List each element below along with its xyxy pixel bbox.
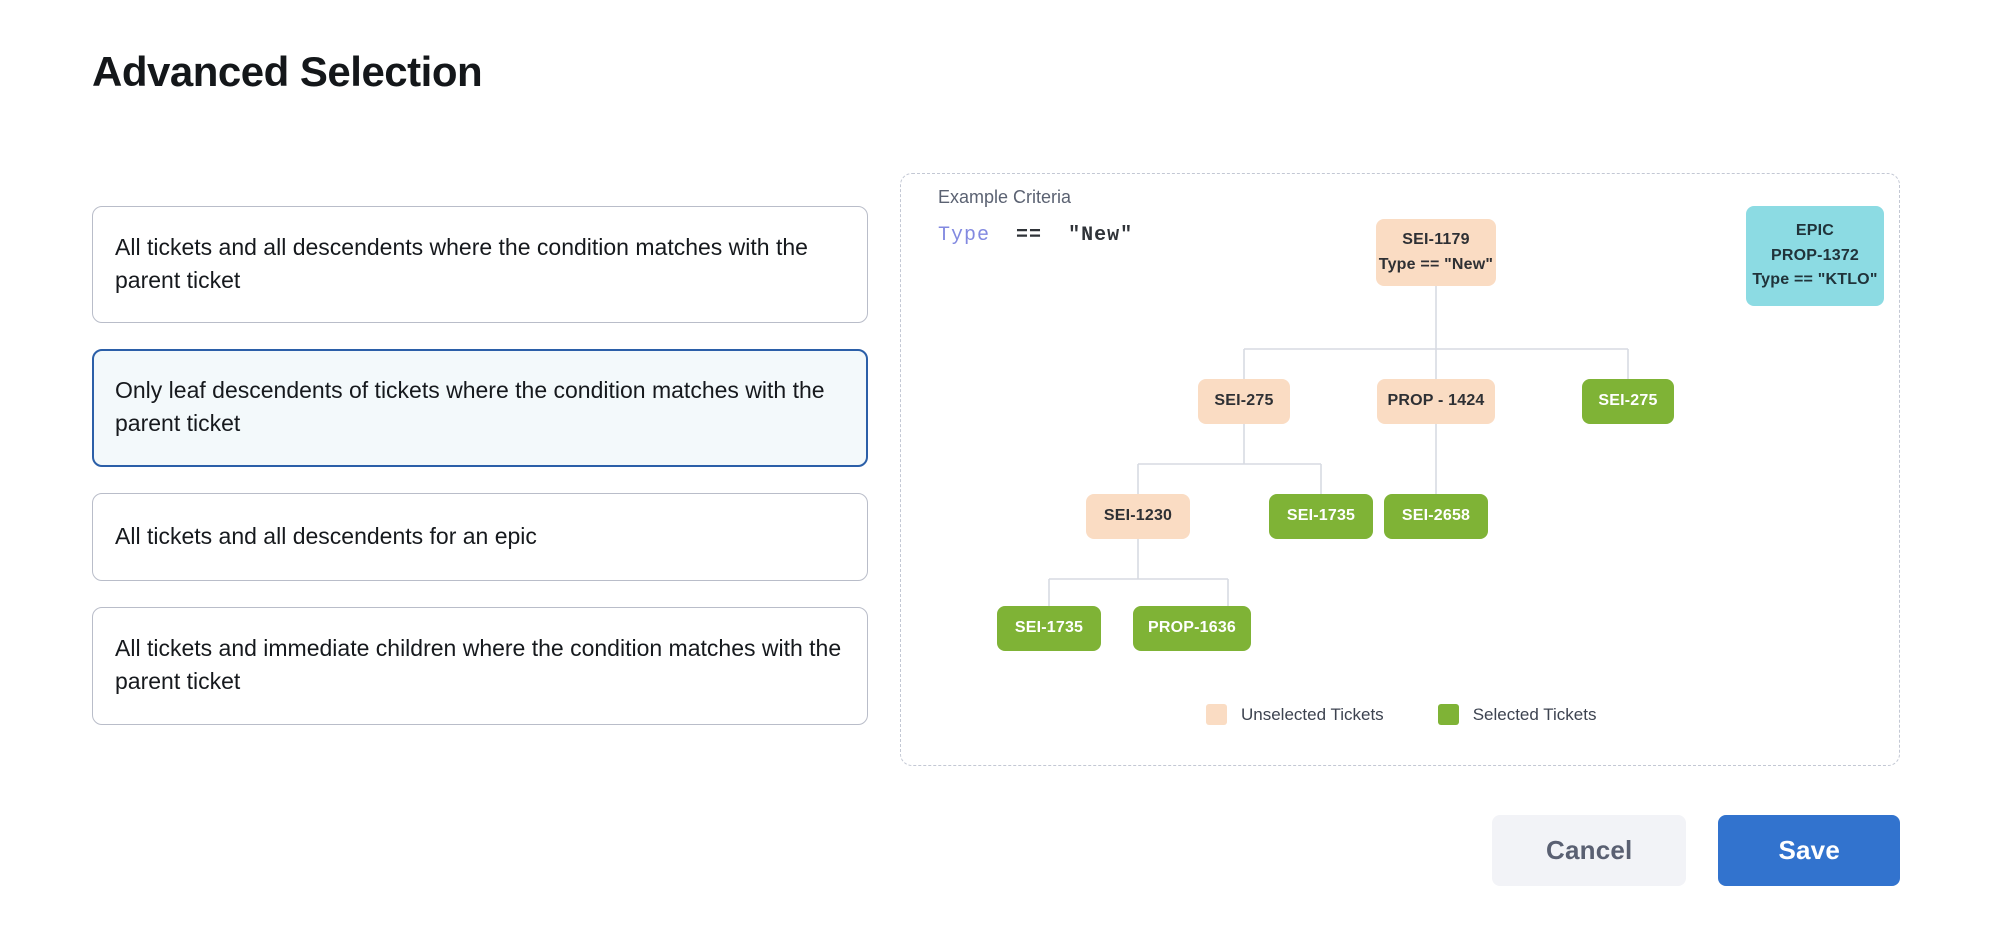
selection-options-list: All tickets and all descendents where th… <box>92 206 868 751</box>
epic-kind: EPIC <box>1795 221 1835 239</box>
option-label: All tickets and immediate children where… <box>115 635 842 694</box>
ticket-node-sei-275-b[interactable]: SEI-275 <box>1582 379 1674 424</box>
ticket-node-sei-1735-a[interactable]: SEI-1735 <box>1269 494 1373 539</box>
criteria-value: "New" <box>1068 224 1134 247</box>
ticket-node-prop-1424[interactable]: PROP - 1424 <box>1377 379 1495 424</box>
legend-swatch-unselected <box>1206 704 1227 725</box>
cancel-button[interactable]: Cancel <box>1492 815 1687 886</box>
criteria-field: Type <box>938 224 991 247</box>
legend-label-unselected: Unselected Tickets <box>1241 704 1384 724</box>
dialog-footer: Cancel Save <box>1492 815 1900 886</box>
ticket-id: PROP-1372 <box>1770 246 1860 264</box>
option-card-immediate-children[interactable]: All tickets and immediate children where… <box>92 607 868 725</box>
option-card-all-descendents[interactable]: All tickets and all descendents where th… <box>92 206 868 324</box>
ticket-id: SEI-275 <box>1598 392 1658 410</box>
legend-item-unselected: Unselected Tickets <box>1206 704 1384 725</box>
ticket-id: PROP - 1424 <box>1387 392 1485 410</box>
ticket-condition: Type == "New" <box>1378 255 1494 273</box>
ticket-id: SEI-1735 <box>1014 619 1084 637</box>
ticket-node-sei-1230[interactable]: SEI-1230 <box>1086 494 1190 539</box>
option-card-leaf-descendents[interactable]: Only leaf descendents of tickets where t… <box>92 349 868 467</box>
ticket-id: SEI-1230 <box>1103 507 1173 525</box>
option-label: All tickets and all descendents for an e… <box>115 522 537 549</box>
ticket-condition: Type == "KTLO" <box>1752 271 1878 289</box>
save-button[interactable]: Save <box>1718 815 1900 886</box>
option-card-epic-descendents[interactable]: All tickets and all descendents for an e… <box>92 492 868 582</box>
option-label: Only leaf descendents of tickets where t… <box>115 377 825 436</box>
legend-label-selected: Selected Tickets <box>1472 704 1597 724</box>
ticket-id: PROP-1636 <box>1147 619 1237 637</box>
option-label: All tickets and all descendents where th… <box>115 234 808 293</box>
ticket-id: SEI-1735 <box>1286 507 1356 525</box>
ticket-id: SEI-1179 <box>1402 230 1470 248</box>
ticket-node-sei-1735-b[interactable]: SEI-1735 <box>997 606 1101 651</box>
criteria-expression: Type == "New" <box>938 224 1133 247</box>
legend-item-selected: Selected Tickets <box>1437 704 1597 725</box>
ticket-node-sei-2658[interactable]: SEI-2658 <box>1384 494 1488 539</box>
ticket-node-prop-1636[interactable]: PROP-1636 <box>1133 606 1251 651</box>
legend-swatch-selected <box>1437 704 1459 725</box>
ticket-id: SEI-275 <box>1214 392 1274 410</box>
ticket-id: SEI-2658 <box>1401 507 1471 525</box>
example-diagram-panel: Example Criteria Type == "New" <box>900 173 1900 766</box>
diagram-legend: Unselected Tickets Selected Tickets <box>1206 704 1596 725</box>
page-title: Advanced Selection <box>92 48 483 95</box>
ticket-node-sei-275-a[interactable]: SEI-275 <box>1198 379 1290 424</box>
ticket-node-epic[interactable]: EPIC PROP-1372 Type == "KTLO" <box>1746 206 1884 306</box>
ticket-node-root[interactable]: SEI-1179 Type == "New" <box>1376 219 1496 286</box>
criteria-label: Example Criteria <box>938 187 1072 207</box>
criteria-operator: == <box>1016 224 1043 247</box>
